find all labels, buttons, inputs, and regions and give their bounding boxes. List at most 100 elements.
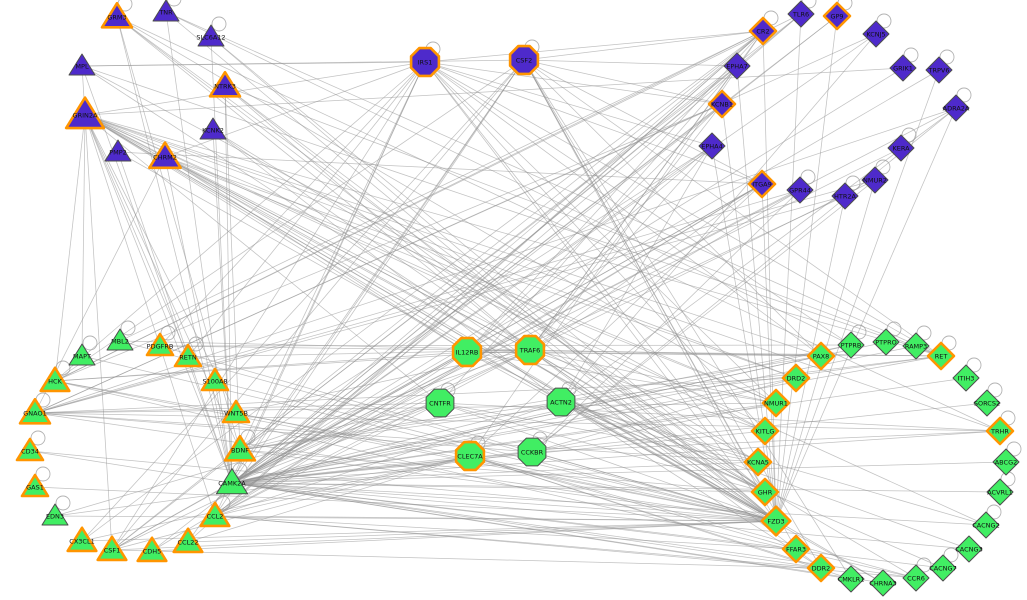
node-CSF1[interactable]	[96, 535, 128, 562]
node-CD34[interactable]	[15, 437, 45, 462]
node-CSF2[interactable]	[508, 44, 540, 76]
node-GRM3[interactable]	[100, 1, 134, 29]
node-TRAF6[interactable]	[514, 334, 546, 366]
node-IRS1[interactable]	[409, 46, 441, 78]
edge	[34, 189, 801, 414]
self-loop	[1006, 441, 1022, 457]
edge	[212, 129, 759, 463]
node-TRPV6[interactable]	[925, 56, 953, 84]
self-loop	[916, 557, 932, 573]
edge	[231, 377, 967, 484]
node-CACNG2[interactable]	[972, 511, 1000, 539]
node-MBL2[interactable]	[106, 328, 134, 351]
node-TRHR[interactable]	[985, 416, 1015, 446]
node-CR2[interactable]	[748, 16, 778, 46]
edge	[231, 147, 902, 484]
node-RAMP3[interactable]	[902, 332, 930, 360]
node-CCL2[interactable]	[199, 501, 231, 528]
self-loop	[876, 13, 892, 29]
node-RETN[interactable]	[173, 343, 203, 368]
node-PAX8[interactable]	[806, 341, 836, 371]
edge	[424, 30, 764, 63]
node-CDH5[interactable]	[136, 536, 168, 563]
edge	[164, 61, 426, 158]
node-FZD3[interactable]	[760, 505, 792, 537]
node-SLC6A12[interactable]	[197, 24, 225, 47]
node-CMKLR1[interactable]	[837, 565, 865, 593]
node-HCK[interactable]	[39, 366, 71, 393]
edge	[81, 65, 766, 432]
node-RET[interactable]	[926, 341, 956, 371]
node-DRD2[interactable]	[781, 363, 811, 393]
edge	[117, 151, 233, 484]
node-CCL22[interactable]	[172, 527, 204, 554]
node-CNTFR[interactable]	[425, 388, 455, 418]
node-CHRM2[interactable]	[148, 141, 182, 170]
node-PMP2[interactable]	[104, 139, 132, 162]
node-ACTN2[interactable]	[546, 387, 576, 417]
node-NMUR1[interactable]	[761, 388, 791, 418]
node-FFAR3[interactable]	[781, 534, 811, 564]
node-CCR6[interactable]	[902, 564, 930, 592]
edge	[239, 355, 942, 451]
node-ACVRL1[interactable]	[986, 478, 1014, 506]
node-NMUR2[interactable]	[861, 166, 889, 194]
node-EPHA7[interactable]	[723, 52, 751, 80]
edge	[231, 377, 797, 484]
node-TNR[interactable]	[152, 0, 180, 22]
node-SORCS2[interactable]	[973, 389, 1001, 417]
node-WNT5B[interactable]	[221, 399, 251, 424]
node-BDNF[interactable]	[223, 434, 257, 462]
node-KERA[interactable]	[887, 134, 915, 162]
self-loop	[30, 430, 46, 446]
node-ABCG2[interactable]	[992, 448, 1020, 476]
edge	[231, 402, 988, 484]
node-CAMK2A[interactable]	[215, 468, 249, 495]
self-loop	[166, 0, 182, 7]
node-GPR44[interactable]	[786, 176, 814, 204]
node-DDR2[interactable]	[806, 553, 836, 583]
edge	[116, 16, 1001, 432]
node-ADRA2A[interactable]	[942, 94, 970, 122]
node-KITLG[interactable]	[750, 416, 780, 446]
edge	[529, 179, 876, 351]
node-MPL[interactable]	[68, 53, 96, 76]
node-S100A8[interactable]	[200, 367, 230, 392]
edge	[81, 355, 777, 522]
node-KCNB1[interactable]	[707, 89, 737, 119]
node-TLR6[interactable]	[787, 0, 815, 28]
node-CLEC7A[interactable]	[454, 440, 486, 472]
node-CHRNA3[interactable]	[869, 569, 897, 597]
node-KCNK2[interactable]	[199, 117, 227, 140]
node-ITGA9[interactable]	[747, 169, 777, 199]
node-GP9[interactable]	[822, 1, 852, 31]
node-PTPRO[interactable]	[872, 328, 900, 356]
node-EPHA4[interactable]	[698, 132, 726, 160]
node-CX3CL1[interactable]	[66, 526, 98, 553]
node-GRIN2A[interactable]	[64, 96, 106, 130]
node-CACNG3[interactable]	[955, 535, 983, 563]
node-ITIH3[interactable]	[952, 364, 980, 392]
node-CACNG7[interactable]	[929, 554, 957, 582]
node-PTPRB[interactable]	[837, 331, 865, 359]
node-NTRK3[interactable]	[208, 70, 242, 98]
node-KCNJ5[interactable]	[862, 20, 890, 48]
edge	[34, 412, 533, 453]
node-GRIK1[interactable]	[889, 54, 917, 82]
edge	[231, 69, 940, 484]
node-PDGFRB[interactable]	[145, 332, 175, 357]
node-IL12RB[interactable]	[451, 336, 483, 368]
node-EDN3[interactable]	[41, 503, 69, 526]
edge	[439, 402, 777, 522]
node-KCNA5[interactable]	[743, 447, 773, 477]
node-GAS1[interactable]	[20, 473, 50, 498]
self-loop	[903, 47, 919, 63]
edge	[119, 340, 777, 522]
node-HTR2A[interactable]	[831, 182, 859, 210]
node-MAPT[interactable]	[68, 343, 96, 366]
node-GNAO1[interactable]	[18, 397, 52, 425]
node-CCKBR[interactable]	[517, 437, 547, 467]
node-GHR[interactable]	[750, 477, 780, 507]
